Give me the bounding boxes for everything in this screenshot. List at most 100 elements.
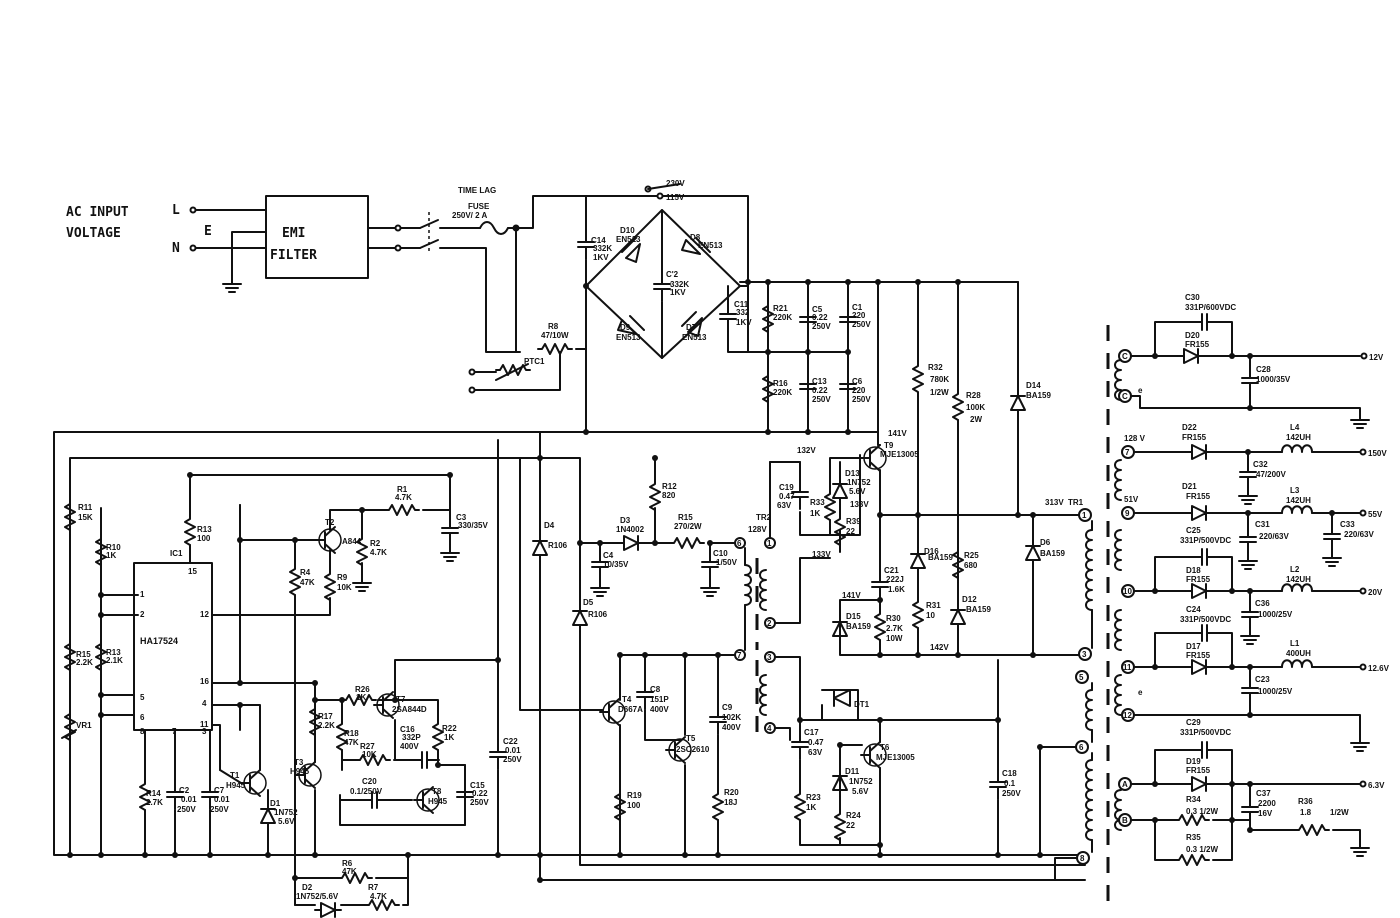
t3-val: H945 bbox=[290, 767, 310, 776]
r24-name: R24 bbox=[846, 811, 861, 820]
c29-name: C29 bbox=[1186, 718, 1201, 727]
c22-v2: 250V bbox=[503, 755, 522, 764]
d3-name: D3 bbox=[620, 516, 631, 525]
input-title-2: VOLTAGE bbox=[66, 226, 121, 241]
c7-v1: 0.01 bbox=[214, 795, 230, 804]
l4-name: L4 bbox=[1290, 423, 1300, 432]
d6-name: D6 bbox=[1040, 538, 1051, 547]
r15-name: R15 bbox=[76, 650, 91, 659]
t5-name: T5 bbox=[686, 734, 696, 743]
r25-name: R25 bbox=[964, 551, 979, 560]
r35-name: R35 bbox=[1186, 833, 1201, 842]
dt1-label: DT1 bbox=[854, 700, 870, 709]
r20-name: R20 bbox=[724, 788, 739, 797]
r34-name: R34 bbox=[1186, 795, 1201, 804]
sel-230: 230V bbox=[666, 179, 685, 188]
out-150v: 150V bbox=[1368, 449, 1387, 458]
r39-name: R39 bbox=[846, 517, 861, 526]
r24-val: 22 bbox=[846, 821, 855, 830]
c13-v2: 250V bbox=[812, 395, 831, 404]
d7-val: EN513 bbox=[682, 333, 707, 342]
c21-name: C21 bbox=[884, 566, 899, 575]
ic1-name: IC1 bbox=[170, 549, 183, 558]
earth-label: E bbox=[204, 224, 212, 239]
t7-name: T7 bbox=[396, 695, 406, 704]
tr2-pin2: 2 bbox=[767, 619, 772, 628]
r16-name: R16 bbox=[773, 379, 788, 388]
r30-v1: 2.7K bbox=[886, 624, 903, 633]
sec-pin-9: 9 bbox=[1125, 509, 1130, 518]
c21-v2: 1.6K bbox=[888, 585, 905, 594]
c11-v2: 1KV bbox=[736, 318, 752, 327]
ic1-box bbox=[133, 562, 213, 731]
sec-pin-e2: e bbox=[1138, 688, 1143, 697]
ic1-pin2: 2 bbox=[140, 610, 145, 619]
l4-val: 142UH bbox=[1286, 433, 1311, 442]
sec-pin-c2: C bbox=[1122, 392, 1128, 401]
ic1-pin4: 4 bbox=[202, 699, 207, 708]
t9-name: T9 bbox=[884, 441, 894, 450]
r19-name: R19 bbox=[627, 791, 642, 800]
t1-name: T1 bbox=[230, 771, 240, 780]
r4-name: R4 bbox=[300, 568, 311, 577]
c14-v2: 1KV bbox=[593, 253, 609, 262]
r11-val: 15K bbox=[78, 513, 93, 522]
junction-dots bbox=[67, 225, 1335, 883]
d15-val: BA159 bbox=[846, 622, 871, 631]
d11-name: D11 bbox=[845, 767, 860, 776]
c11-name: C11 bbox=[734, 300, 749, 309]
v132-label: 132V bbox=[797, 446, 816, 455]
r7-name: R7 bbox=[368, 883, 379, 892]
c9-v2: 400V bbox=[722, 723, 741, 732]
r7-val: 4.7K bbox=[370, 892, 387, 901]
v51: 51V bbox=[1124, 495, 1139, 504]
t2-name: T2 bbox=[325, 518, 335, 527]
r27-val: 10K bbox=[362, 750, 377, 759]
r27-name: R27 bbox=[360, 742, 375, 751]
r35-val: 0.3 1/2W bbox=[1186, 845, 1218, 854]
c31-name: C31 bbox=[1255, 520, 1270, 529]
r36-name: R36 bbox=[1298, 797, 1313, 806]
c30-val: 331P/600VDC bbox=[1185, 303, 1236, 312]
ic1-pin3: 3 bbox=[202, 727, 207, 736]
ic1-pin5: 5 bbox=[140, 693, 145, 702]
c19-v2: 63V bbox=[777, 501, 792, 510]
c15-name: C15 bbox=[470, 781, 485, 790]
d10-name: D10 bbox=[620, 226, 635, 235]
c25-val: 331P/500VDC bbox=[1180, 536, 1231, 545]
r1-val: 4.7K bbox=[395, 493, 412, 502]
tr2-pin4: 4 bbox=[767, 724, 772, 733]
r15b-name: R15 bbox=[678, 513, 693, 522]
r34-val: 0.3 1/2W bbox=[1186, 807, 1218, 816]
c23-name: C23 bbox=[1255, 675, 1270, 684]
r10-val: 1K bbox=[106, 551, 116, 560]
c29-val: 331P/500VDC bbox=[1180, 728, 1231, 737]
t4-name: T4 bbox=[622, 695, 632, 704]
d12-val: BA159 bbox=[966, 605, 991, 614]
sec-pin-12: 12 bbox=[1123, 711, 1132, 720]
c1-v2: 250V bbox=[852, 320, 871, 329]
c13-v1: 0.22 bbox=[812, 386, 828, 395]
c28-name: C28 bbox=[1256, 365, 1271, 374]
out-20v: 20V bbox=[1368, 588, 1383, 597]
d20-name: D20 bbox=[1185, 331, 1200, 340]
c16-v2: 400V bbox=[400, 742, 419, 751]
t1-val: H945 bbox=[226, 781, 246, 790]
d15-name: D15 bbox=[846, 612, 861, 621]
d1-v2: 5.6V bbox=[278, 817, 295, 826]
c15-v2: 250V bbox=[470, 798, 489, 807]
tr1-pin6: 6 bbox=[1079, 743, 1084, 752]
c19-v1: 0.47 bbox=[779, 492, 795, 501]
c25-name: C25 bbox=[1186, 526, 1201, 535]
l2-val: 142UH bbox=[1286, 575, 1311, 584]
t8-name: T8 bbox=[432, 787, 442, 796]
r12-name: R12 bbox=[662, 482, 677, 491]
c19-name: C19 bbox=[779, 483, 794, 492]
c1-name: C1 bbox=[852, 303, 863, 312]
tr2-pin6: 6 bbox=[737, 539, 742, 548]
r8-value: 47/10W bbox=[541, 331, 569, 340]
d21-name: D21 bbox=[1182, 482, 1197, 491]
tr1-pin5: 5 bbox=[1079, 673, 1084, 682]
d8-name: D8 bbox=[690, 233, 701, 242]
c8-v1: 151P bbox=[650, 695, 669, 704]
